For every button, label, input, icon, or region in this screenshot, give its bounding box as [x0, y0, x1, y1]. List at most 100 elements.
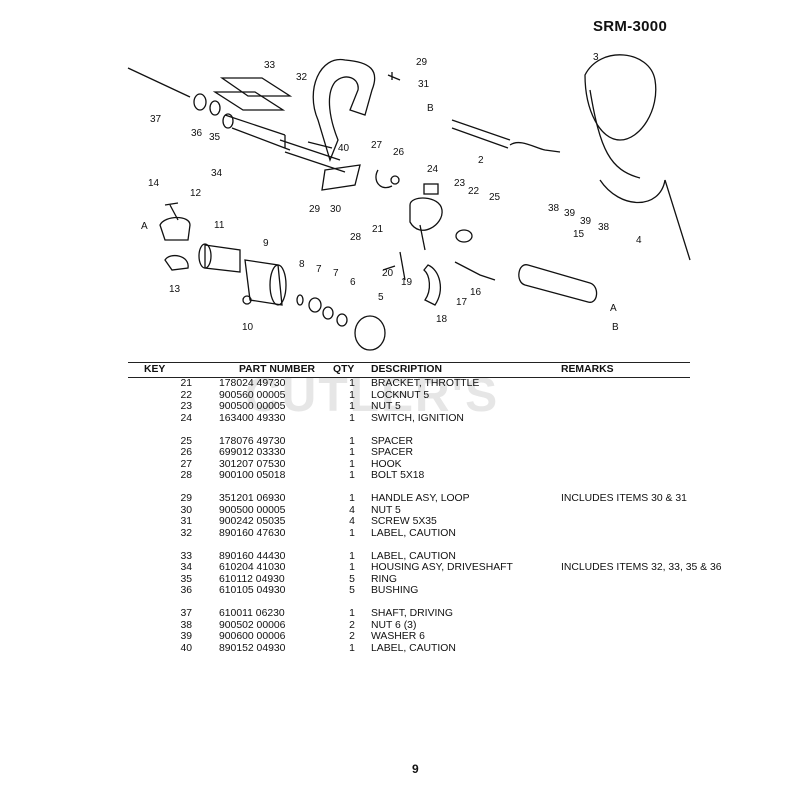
- svg-text:31: 31: [418, 79, 430, 90]
- cell-description: HOOK: [371, 458, 402, 470]
- svg-text:16: 16: [470, 287, 482, 298]
- cell-key: 35: [180, 573, 192, 585]
- cell-description: BUSHING: [371, 585, 419, 597]
- svg-text:5: 5: [378, 292, 384, 303]
- cell-description: LABEL, CAUTION: [371, 642, 456, 654]
- cell-part-number: 610204 41030: [219, 562, 286, 574]
- cell-remarks: [561, 378, 731, 390]
- svg-text:21: 21: [372, 224, 384, 235]
- svg-text:15: 15: [573, 229, 585, 240]
- svg-text:28: 28: [350, 232, 362, 243]
- cell-description: SWITCH, IGNITION: [371, 412, 464, 424]
- cell-key: 38: [180, 619, 192, 631]
- cell-description: SPACER: [371, 435, 413, 447]
- cell-remarks: [561, 413, 731, 425]
- cell-remarks: [561, 401, 731, 413]
- cell-qty: 2: [349, 619, 355, 631]
- cell-part-number: 610105 04930: [219, 585, 286, 597]
- svg-text:9: 9: [263, 238, 269, 249]
- cell-key: 33: [180, 550, 192, 562]
- table-header-row: KEY PART NUMBER QTY DESCRIPTION REMARKS: [128, 363, 731, 378]
- svg-text:10: 10: [242, 322, 254, 333]
- cell-remarks: [561, 608, 731, 620]
- svg-text:18: 18: [436, 314, 448, 325]
- svg-text:40: 40: [338, 143, 350, 154]
- svg-text:12: 12: [190, 188, 202, 199]
- group-spacer: [128, 597, 731, 609]
- cell-qty: 1: [349, 378, 355, 390]
- svg-text:38: 38: [548, 203, 560, 214]
- cell-remarks: [561, 631, 731, 643]
- cell-key: 36: [180, 585, 192, 597]
- cell-remarks: INCLUDES ITEMS 30 & 31: [561, 493, 687, 505]
- cell-qty: 1: [349, 470, 355, 482]
- svg-text:38: 38: [598, 222, 610, 233]
- cell-description: RING: [371, 573, 397, 585]
- header-key: KEY: [144, 364, 166, 375]
- svg-text:B: B: [427, 103, 434, 114]
- svg-text:8: 8: [299, 259, 305, 270]
- svg-text:22: 22: [468, 186, 480, 197]
- cell-qty: 1: [349, 389, 355, 401]
- cell-key: 25: [180, 435, 192, 447]
- svg-text:39: 39: [580, 216, 592, 227]
- cell-description: SHAFT, DRIVING: [371, 608, 453, 620]
- svg-text:7: 7: [316, 264, 322, 275]
- cell-qty: 4: [349, 504, 355, 516]
- cell-description: NUT 5: [371, 504, 401, 516]
- group-spacer: [128, 424, 731, 436]
- cell-remarks: [561, 585, 731, 597]
- cell-qty: 1: [349, 608, 355, 620]
- svg-text:27: 27: [371, 140, 383, 151]
- svg-text:6: 6: [350, 277, 356, 288]
- cell-description: LABEL, CAUTION: [371, 550, 456, 562]
- cell-key: 24: [180, 412, 192, 424]
- cell-description: BOLT 5X18: [371, 470, 425, 482]
- cell-qty: 1: [349, 401, 355, 413]
- svg-text:3: 3: [593, 52, 599, 63]
- cell-remarks: [561, 528, 731, 540]
- cell-qty: 1: [349, 527, 355, 539]
- svg-text:29: 29: [416, 57, 428, 68]
- cell-key: 40: [180, 642, 192, 654]
- svg-text:A: A: [610, 303, 617, 314]
- cell-remarks: [561, 505, 731, 517]
- cell-remarks: INCLUDES ITEMS 32, 33, 35 & 36: [561, 562, 722, 574]
- group-spacer: [128, 539, 731, 551]
- cell-part-number: 900600 00006: [219, 631, 286, 643]
- cell-remarks: [561, 551, 731, 563]
- svg-text:35: 35: [209, 132, 221, 143]
- cell-qty: 1: [349, 550, 355, 562]
- cell-qty: 1: [349, 435, 355, 447]
- svg-text:24: 24: [427, 164, 439, 175]
- page-number: 9: [412, 762, 419, 776]
- cell-part-number: 178076 49730: [219, 435, 286, 447]
- cell-key: 23: [180, 401, 192, 413]
- cell-key: 34: [180, 562, 192, 574]
- svg-text:34: 34: [211, 168, 223, 179]
- cell-part-number: 301207 07530: [219, 458, 286, 470]
- cell-qty: 4: [349, 516, 355, 528]
- cell-part-number: 351201 06930: [219, 493, 286, 505]
- cell-qty: 2: [349, 631, 355, 643]
- svg-text:A: A: [141, 221, 148, 232]
- svg-text:36: 36: [191, 128, 203, 139]
- cell-description: SPACER: [371, 447, 413, 459]
- cell-key: 32: [180, 527, 192, 539]
- cell-part-number: 900500 00005: [219, 504, 286, 516]
- cell-key: 27: [180, 458, 192, 470]
- cell-description: WASHER 6: [371, 631, 425, 643]
- model-title: SRM-3000: [593, 18, 668, 35]
